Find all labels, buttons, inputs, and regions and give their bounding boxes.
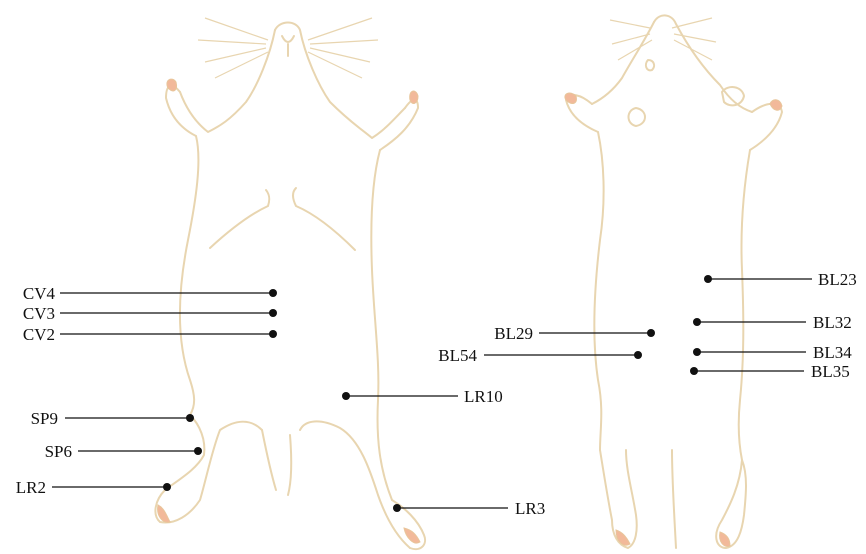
callout-sp9: SP9 — [31, 409, 194, 428]
label-sp9: SP9 — [31, 409, 58, 428]
point-marker — [194, 447, 202, 455]
label-bl34: BL34 — [813, 343, 852, 362]
dorsal-rat-illustration — [565, 15, 782, 548]
point-marker — [393, 504, 401, 512]
label-bl54: BL54 — [438, 346, 477, 365]
callout-lr10: LR10 — [342, 387, 503, 406]
callout-bl34: BL34 — [693, 343, 852, 362]
callout-cv2: CV2 — [23, 325, 277, 344]
point-marker — [704, 275, 712, 283]
point-marker — [690, 367, 698, 375]
label-bl29: BL29 — [494, 324, 533, 343]
callout-bl29: BL29 — [494, 324, 655, 343]
label-bl23: BL23 — [818, 270, 857, 289]
callout-bl35: BL35 — [690, 362, 850, 381]
point-marker — [269, 289, 277, 297]
ventral-rat-illustration — [155, 18, 425, 549]
label-lr3: LR3 — [515, 499, 545, 518]
point-marker — [163, 483, 171, 491]
callout-bl54: BL54 — [438, 346, 642, 365]
label-bl32: BL32 — [813, 313, 852, 332]
callout-cv3: CV3 — [23, 304, 277, 323]
callout-lr2: LR2 — [16, 478, 171, 497]
point-marker — [693, 348, 701, 356]
point-marker — [186, 414, 194, 422]
label-cv4: CV4 — [23, 284, 56, 303]
callout-bl23: BL23 — [704, 270, 857, 289]
label-cv3: CV3 — [23, 304, 55, 323]
callout-cv4: CV4 — [23, 284, 277, 303]
point-marker — [342, 392, 350, 400]
point-marker — [693, 318, 701, 326]
label-cv2: CV2 — [23, 325, 55, 344]
callout-bl32: BL32 — [693, 313, 852, 332]
point-marker — [634, 351, 642, 359]
point-marker — [269, 330, 277, 338]
callout-sp6: SP6 — [45, 442, 202, 461]
label-lr10: LR10 — [464, 387, 503, 406]
label-bl35: BL35 — [811, 362, 850, 381]
label-sp6: SP6 — [45, 442, 72, 461]
point-marker — [647, 329, 655, 337]
point-marker — [269, 309, 277, 317]
label-lr2: LR2 — [16, 478, 46, 497]
callout-lr3: LR3 — [393, 499, 545, 518]
